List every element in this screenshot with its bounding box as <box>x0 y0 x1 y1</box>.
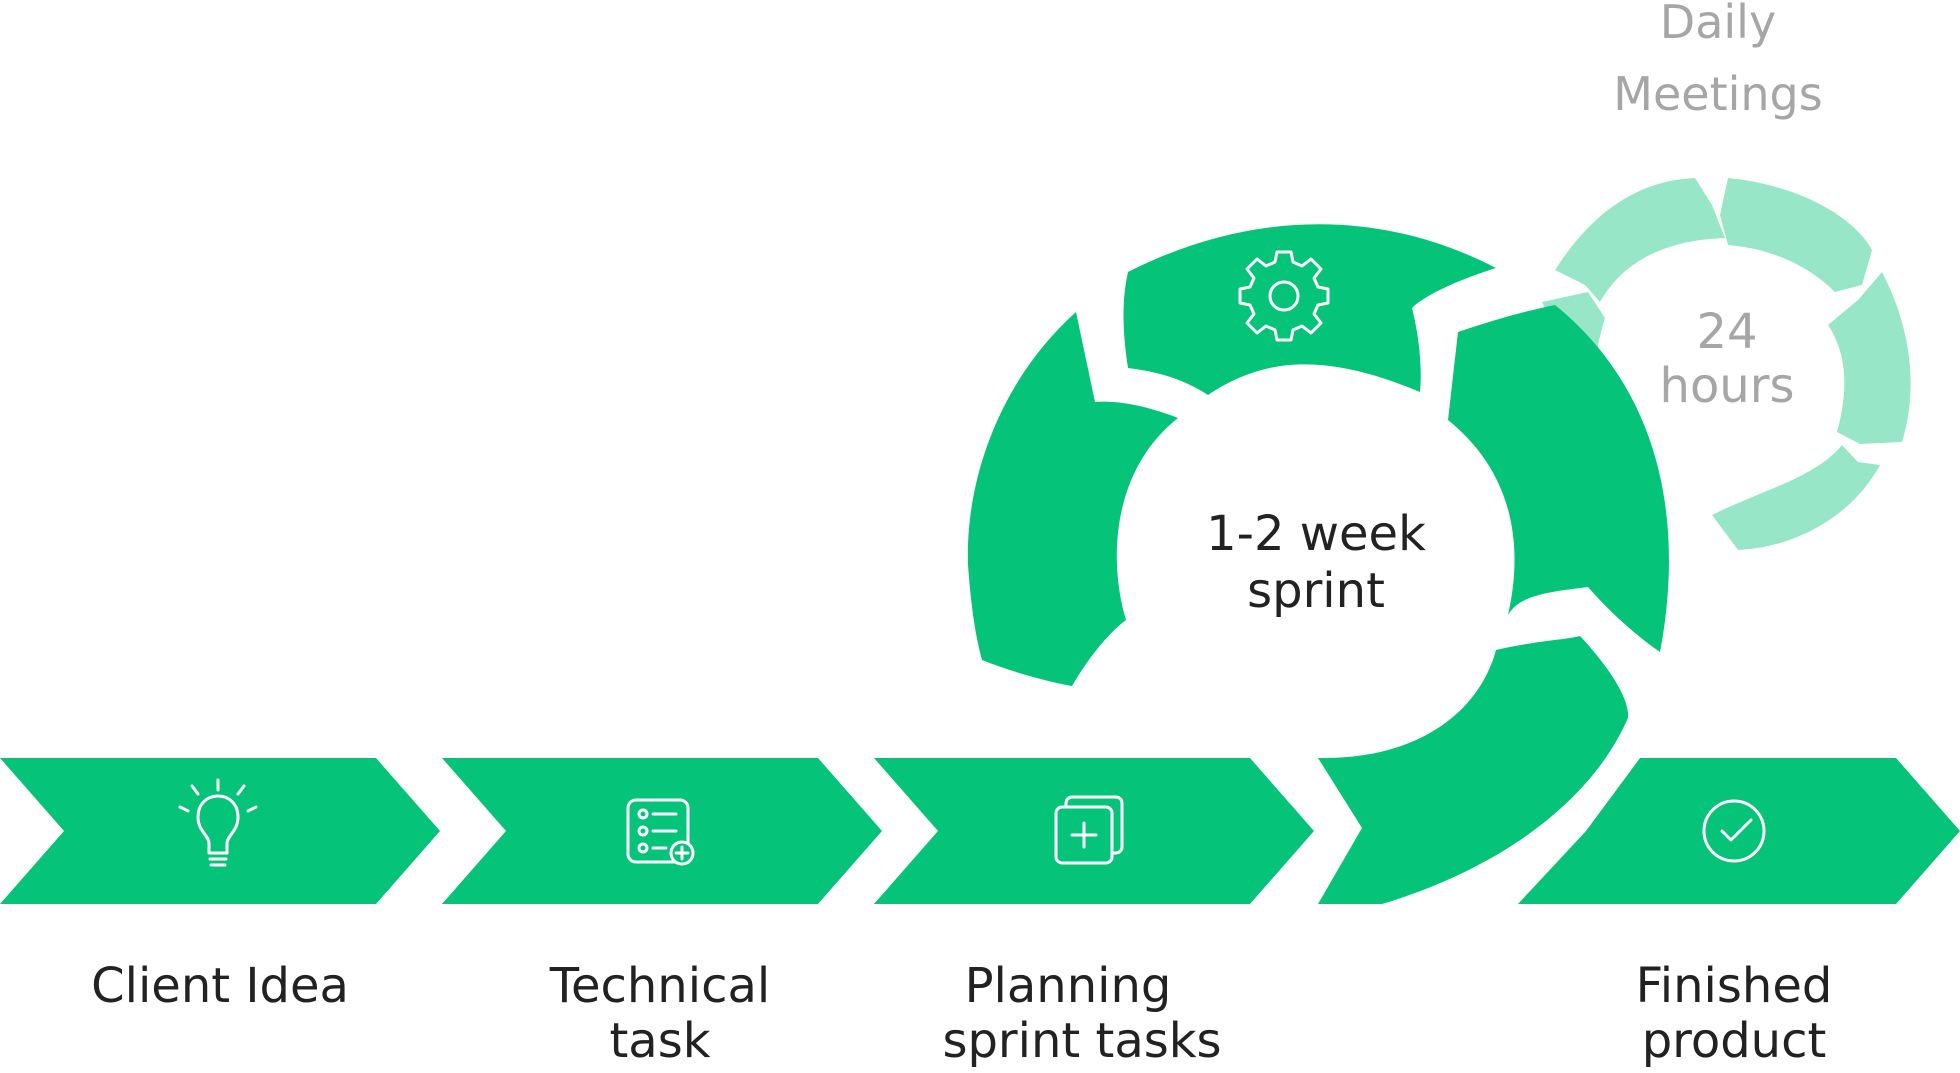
daily-cycle-arc-segment <box>1720 178 1872 292</box>
sprint-center-line1: 1-2 week <box>1206 506 1426 562</box>
checklist-add-icon <box>626 798 695 866</box>
daily-cycle-center-line2: hours <box>1660 358 1795 414</box>
sprint-center-line2: sprint <box>1247 563 1385 619</box>
sprint-arc-bottom <box>1318 636 1629 904</box>
daily-meetings-title-line2: Meetings <box>1613 67 1822 121</box>
step-label-finished-product: Finished <box>1636 958 1833 1014</box>
chevron-row <box>0 758 1960 904</box>
step-label-planning: Planning <box>965 958 1172 1014</box>
step-label-planning-line2: sprint tasks <box>942 1013 1221 1069</box>
daily-cycle-center-line1: 24 <box>1696 304 1757 360</box>
gear-icon <box>1238 250 1330 342</box>
daily-meetings-title-line1: Daily <box>1660 0 1776 49</box>
daily-cycle-arc-segment <box>1712 445 1880 550</box>
sprint-arc-right <box>1448 305 1669 652</box>
sprint-arc-left <box>967 312 1178 686</box>
step-label-technical-task: Technical <box>549 958 770 1014</box>
check-circle-icon <box>1702 799 1766 863</box>
sprint-arc-top <box>1123 224 1496 395</box>
lightbulb-icon <box>178 778 258 867</box>
add-square-icon <box>1054 795 1124 865</box>
step-label-technical-task-line2: task <box>609 1013 710 1069</box>
step-label-finished-product-line2: product <box>1642 1013 1827 1069</box>
daily-cycle-arc-segment <box>1555 178 1725 302</box>
sprint-cycle <box>967 224 1669 904</box>
step-label-client-idea: Client Idea <box>91 958 349 1014</box>
daily-cycle-arc-segment <box>1828 272 1911 444</box>
chevron-step-1 <box>0 758 440 904</box>
